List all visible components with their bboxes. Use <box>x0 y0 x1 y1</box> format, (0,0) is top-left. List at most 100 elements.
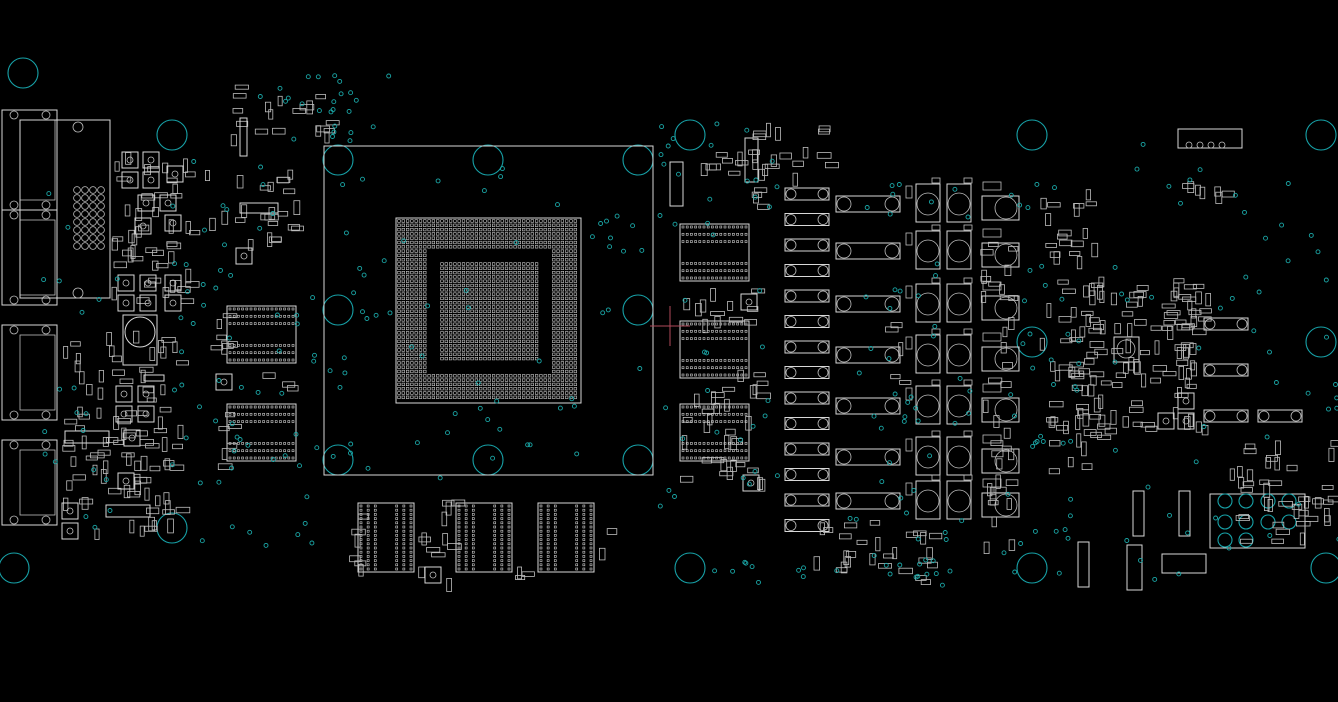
memory-ball <box>715 232 718 236</box>
bga-ball <box>560 387 564 391</box>
bga-ball <box>397 361 401 365</box>
bga-ball <box>457 326 461 331</box>
memory-ball <box>266 449 270 453</box>
bga-ball <box>500 378 504 382</box>
smd-component <box>1098 394 1104 409</box>
memory-ball <box>706 337 710 340</box>
smd-component <box>980 275 992 282</box>
bga-ball <box>556 365 560 369</box>
via <box>351 290 357 296</box>
memory-ball <box>409 546 413 550</box>
bga-ball <box>552 223 556 227</box>
bga-ball <box>397 352 401 356</box>
via <box>959 518 965 524</box>
bga-ball <box>470 283 474 288</box>
smd-component <box>241 204 248 218</box>
bga-ball <box>560 374 564 378</box>
bga-ball <box>401 313 405 318</box>
bga-ball <box>556 382 560 387</box>
smd-component <box>1104 427 1117 435</box>
bga-ball <box>491 301 496 305</box>
memory-ball <box>395 567 399 571</box>
via <box>871 413 877 419</box>
memory-ball <box>457 521 461 525</box>
bga-ball <box>440 232 444 236</box>
bga-ball <box>461 240 466 245</box>
memory-ball <box>232 322 236 325</box>
capacitor-pad <box>994 398 1018 422</box>
via <box>738 437 743 443</box>
via <box>887 460 892 466</box>
inductor-pad <box>784 264 830 277</box>
bga-ball <box>534 266 539 270</box>
bga-ball <box>530 296 534 301</box>
bga-ball <box>410 322 414 326</box>
smd-component <box>1084 358 1095 365</box>
bga-ball <box>483 236 487 240</box>
bga-ball <box>573 352 577 356</box>
smd-component <box>517 566 522 580</box>
memory-ball <box>266 344 270 347</box>
bga-ball <box>470 331 474 335</box>
bga-ball <box>530 266 534 270</box>
bga-ball <box>423 288 427 292</box>
bga-ball <box>401 365 405 369</box>
smd-component <box>1140 349 1150 356</box>
memory-ball <box>575 521 579 525</box>
bga-ball <box>522 219 526 223</box>
via <box>435 178 441 184</box>
bga-ball <box>556 236 560 240</box>
ic-package <box>424 566 442 584</box>
memory-ball <box>698 373 702 377</box>
bga-ball <box>436 219 440 223</box>
memory-ball <box>711 225 714 229</box>
memory-ball <box>241 314 244 318</box>
bga-ball <box>470 228 474 232</box>
bga-ball <box>405 223 410 227</box>
smd-component <box>1071 384 1083 391</box>
smd-component <box>1240 487 1253 493</box>
memory-ball <box>500 529 504 533</box>
bga-ball <box>513 378 517 382</box>
bga-ball <box>474 352 479 356</box>
bga-ball <box>457 275 461 279</box>
bga-ball <box>474 219 479 223</box>
bga-ball <box>448 326 453 331</box>
bga-ball <box>509 266 513 270</box>
via <box>1201 424 1207 429</box>
memory-ball <box>715 373 718 377</box>
bga-ball <box>547 395 552 399</box>
memory-ball <box>241 307 244 311</box>
memory-ball <box>291 405 295 409</box>
bga-ball <box>569 309 573 313</box>
bga-ball <box>496 266 500 270</box>
bga-ball <box>517 283 521 288</box>
memory-ball <box>732 225 735 229</box>
bga-ball <box>560 361 564 365</box>
via <box>293 431 299 437</box>
memory-ball <box>279 358 282 362</box>
via <box>1167 512 1172 518</box>
bga-ball <box>466 322 470 326</box>
bga-ball <box>522 275 526 279</box>
memory-ball <box>690 225 693 229</box>
mosfet-pad <box>947 489 971 513</box>
memory-ball <box>685 456 689 460</box>
smd-component <box>1070 240 1084 248</box>
bga-ball <box>487 313 491 318</box>
smd-component <box>138 224 150 232</box>
bga-ball <box>504 356 509 361</box>
bga-ball <box>418 275 423 279</box>
memory-ball <box>270 322 274 325</box>
bga-ball <box>479 313 483 318</box>
memory-ball <box>715 225 718 229</box>
bga-ball <box>461 223 466 227</box>
smd-component <box>140 455 148 471</box>
memory-ball <box>732 449 735 453</box>
memory-ball <box>373 546 377 550</box>
memory-ball <box>262 358 265 362</box>
bga-ball <box>496 283 500 288</box>
memory-ball <box>698 449 702 453</box>
smd-component <box>81 435 87 450</box>
